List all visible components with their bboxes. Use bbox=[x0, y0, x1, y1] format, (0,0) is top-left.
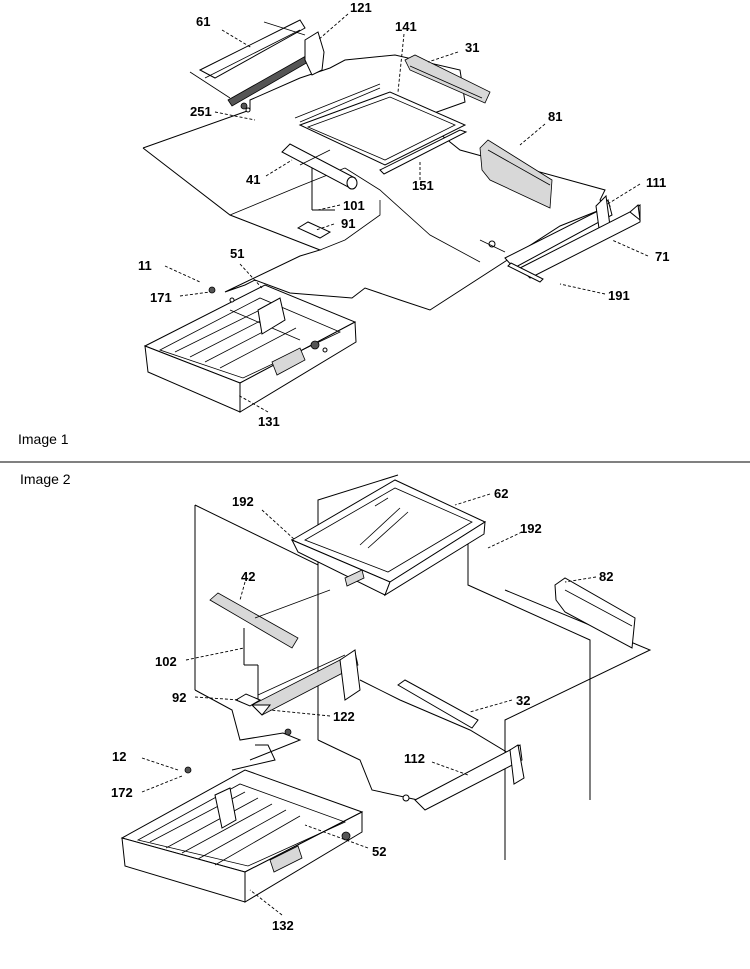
part-32-strip bbox=[397, 679, 479, 729]
callout-112: 112 bbox=[404, 751, 425, 766]
callout-111: 111 bbox=[646, 175, 666, 190]
part-112-rail bbox=[402, 744, 525, 811]
callout-92: 92 bbox=[172, 690, 186, 705]
callout-102: 102 bbox=[155, 654, 177, 669]
panel-2-caption: Image 2 bbox=[20, 471, 71, 487]
callout-251: 251 bbox=[190, 104, 212, 119]
callout-81: 81 bbox=[548, 109, 562, 124]
part-191-strip bbox=[507, 262, 544, 283]
part-62-shelf bbox=[290, 479, 487, 597]
callout-31: 31 bbox=[465, 40, 479, 55]
callout-172: 172 bbox=[111, 785, 133, 800]
part-101-rod bbox=[311, 168, 335, 211]
callout-151: 151 bbox=[412, 178, 434, 193]
callout-121: 121 bbox=[350, 0, 372, 15]
part-92-clip bbox=[234, 693, 262, 707]
panel-1: 61 121 141 31 251 81 41 151 101 91 111 7… bbox=[18, 0, 669, 447]
part-81-trim bbox=[479, 139, 553, 209]
panel-2-leaders bbox=[141, 493, 597, 916]
part-41-tube bbox=[281, 143, 358, 190]
callout-51: 51 bbox=[230, 246, 244, 261]
callout-132: 132 bbox=[272, 918, 294, 933]
callout-71: 71 bbox=[655, 249, 669, 264]
part-131-drawer bbox=[143, 284, 357, 413]
callout-192-left: 192 bbox=[232, 494, 254, 509]
callout-131: 131 bbox=[258, 414, 280, 429]
callout-122: 122 bbox=[333, 709, 355, 724]
callout-82: 82 bbox=[599, 569, 613, 584]
part-91-clip bbox=[296, 221, 332, 239]
callout-41: 41 bbox=[246, 172, 260, 187]
part-132-drawer bbox=[120, 766, 364, 903]
panel-1-caption: Image 1 bbox=[18, 431, 69, 447]
part-31-trim bbox=[404, 54, 491, 104]
callout-11: 11 bbox=[138, 258, 152, 273]
part-102-rod bbox=[243, 628, 259, 700]
callout-192-right: 192 bbox=[520, 521, 542, 536]
panel-1-callouts: 61 121 141 31 251 81 41 151 101 91 111 7… bbox=[138, 0, 669, 429]
callout-42: 42 bbox=[241, 569, 255, 584]
part-141-glass-shelf bbox=[294, 83, 467, 166]
part-122-rail bbox=[250, 649, 361, 736]
callout-32: 32 bbox=[516, 693, 530, 708]
callout-191: 191 bbox=[608, 288, 630, 303]
callout-61: 61 bbox=[196, 14, 210, 29]
part-151-strip bbox=[379, 129, 468, 175]
panel-2: 62 192 192 42 82 102 92 122 32 12 112 17… bbox=[20, 471, 652, 933]
callout-101: 101 bbox=[343, 198, 365, 213]
callout-62: 62 bbox=[494, 486, 508, 501]
callout-141: 141 bbox=[395, 19, 417, 34]
callout-91: 91 bbox=[341, 216, 355, 231]
callout-12: 12 bbox=[112, 749, 126, 764]
part-82-trim bbox=[554, 577, 636, 649]
callout-171: 171 bbox=[150, 290, 172, 305]
panel-2-callouts: 62 192 192 42 82 102 92 122 32 12 112 17… bbox=[111, 486, 613, 933]
part-42-tube bbox=[209, 589, 331, 649]
panel-1-leaders bbox=[164, 13, 649, 413]
part-121-bracket bbox=[263, 21, 325, 76]
callout-52: 52 bbox=[372, 844, 386, 859]
